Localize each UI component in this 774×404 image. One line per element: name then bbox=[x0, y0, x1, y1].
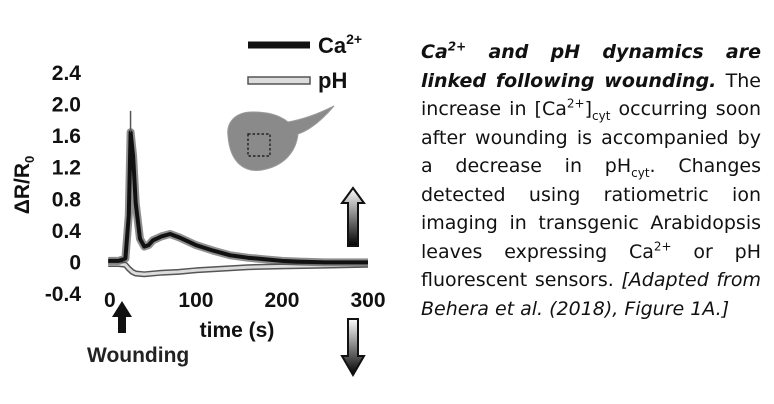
figure-caption: Ca2+ and pH dynamics are linked followin… bbox=[421, 38, 761, 323]
x-tick-label: 200 bbox=[264, 289, 299, 312]
wounding-label: Wounding bbox=[87, 344, 189, 367]
plot-area bbox=[108, 110, 369, 278]
x-tick-labels: 0 100 200 300 bbox=[104, 289, 385, 312]
y-axis-label: ΔR/R0 bbox=[11, 156, 37, 215]
y-tick-label: 2.0 bbox=[52, 94, 81, 117]
legend-ph-swatch bbox=[247, 76, 311, 85]
down-arrow-icon bbox=[340, 318, 366, 377]
y-tick-label: 0.8 bbox=[52, 188, 82, 211]
leaf-icon bbox=[227, 105, 335, 171]
leaf-roi-box bbox=[247, 133, 271, 157]
up-arrow-icon bbox=[340, 186, 366, 247]
legend: Ca2+ pH bbox=[247, 31, 362, 93]
y-tick-labels: 2.4 2.0 1.6 1.2 0.8 0.4 0 -0.4 bbox=[45, 62, 82, 306]
x-tick-label: 300 bbox=[350, 289, 385, 312]
y-tick-label: 1.6 bbox=[52, 125, 81, 148]
y-tick-label: 0.4 bbox=[52, 220, 82, 243]
legend-ph-label: pH bbox=[318, 68, 347, 93]
ph-series-line bbox=[108, 262, 369, 276]
caption-body: The increase in [Ca2+]cyt occurring soon… bbox=[421, 69, 761, 292]
figure-panel: Ca2+ pH ΔR/R0 2.4 2.0 1.6 1.2 0.8 0.4 0 -0.4 0 1… bbox=[11, 31, 386, 377]
caption-title: Ca2+ and pH dynamics are linked followin… bbox=[421, 39, 761, 92]
x-axis-label: time (s) bbox=[200, 319, 275, 342]
x-tick-label: 0 bbox=[104, 289, 116, 312]
x-tick-label: 100 bbox=[178, 289, 213, 312]
y-tick-label: 0 bbox=[69, 251, 81, 274]
wounding-arrow-icon bbox=[112, 301, 132, 333]
legend-ca-label: Ca2+ bbox=[318, 31, 362, 58]
y-tick-label: 1.2 bbox=[52, 157, 81, 180]
ca-series-line bbox=[108, 130, 368, 265]
caption-citation: [Adapted from Behera et al. (2018), Figu… bbox=[421, 269, 761, 320]
y-tick-label: -0.4 bbox=[45, 283, 82, 306]
y-tick-label: 2.4 bbox=[52, 62, 82, 85]
